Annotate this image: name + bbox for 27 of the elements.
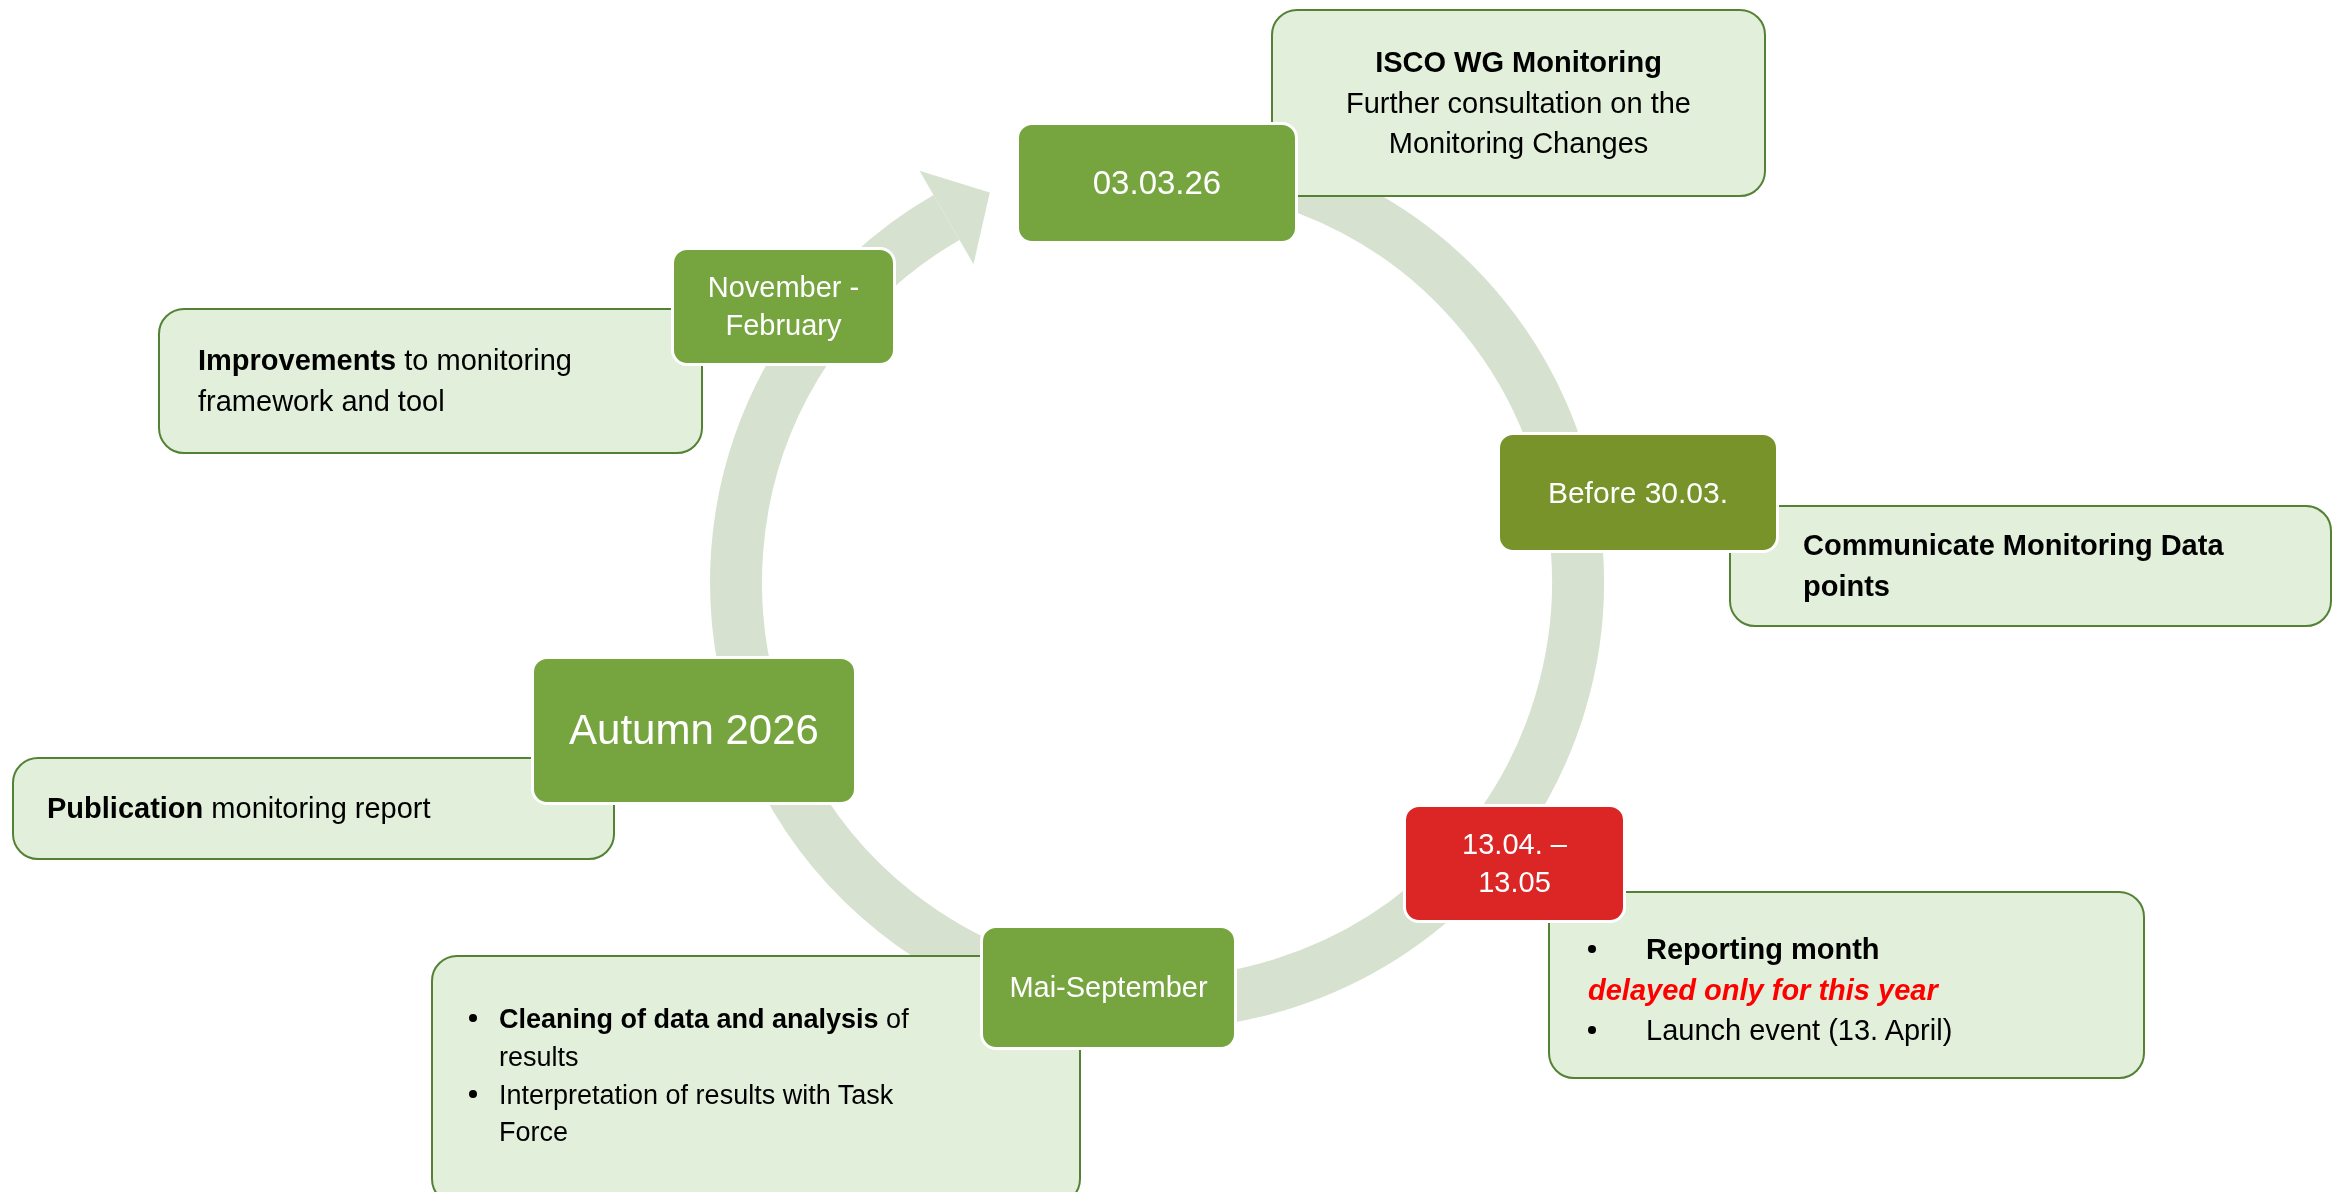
date-label: 13.04. – 13.05 <box>1461 826 1568 900</box>
note-text: Publication monitoring report <box>47 791 432 827</box>
date-label: Before 30.03. <box>1547 475 1729 511</box>
date-label: Autumn 2026 <box>569 705 819 756</box>
note-box <box>12 757 615 860</box>
note-box <box>1548 891 2145 1079</box>
date-label: Mai-September <box>1009 969 1208 1005</box>
note-text: Interpretation of results with Task Force <box>499 1078 895 1150</box>
note-text: Launch event (13. April) <box>1646 1013 1953 1049</box>
note-text: ISCO WG Monitoring <box>1375 45 1662 81</box>
note-box <box>1729 505 2332 627</box>
date-box <box>980 925 1237 1050</box>
date-box <box>1497 432 1779 553</box>
date-box <box>671 247 896 366</box>
date-box <box>1016 122 1298 244</box>
note-box <box>158 308 703 454</box>
note-text: Improvements to monitoring framework and tool <box>198 343 573 419</box>
note-text: Further consultation on the Monitoring Changes <box>1345 85 1692 162</box>
date-label: 03.03.26 <box>1092 162 1222 203</box>
date-label: November - February <box>706 269 861 343</box>
note-text: Cleaning of data and analysis of results <box>499 1003 910 1074</box>
note-text: Reporting month <box>1646 932 1880 968</box>
date-box <box>1403 804 1626 923</box>
date-box <box>531 656 857 805</box>
note-text: Communicate Monitoring Data points <box>1803 528 2225 604</box>
note-text: delayed only for this year <box>1588 972 1940 1008</box>
note-box <box>1271 9 1766 197</box>
